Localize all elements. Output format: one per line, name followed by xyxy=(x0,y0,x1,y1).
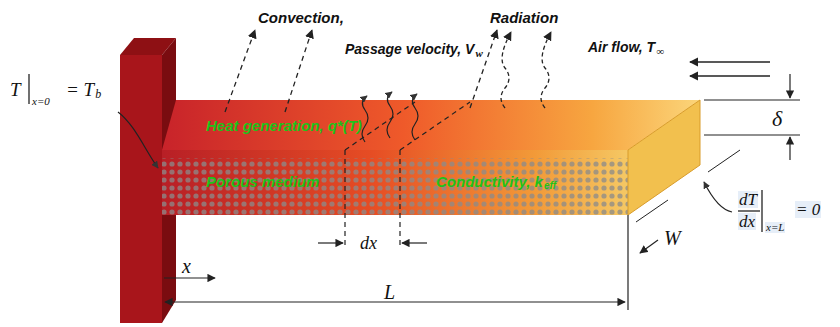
extension-line xyxy=(708,150,740,172)
air-flow-arrows xyxy=(690,62,770,76)
fin-top-face xyxy=(162,100,700,150)
extension-line xyxy=(627,215,628,310)
leader-line xyxy=(704,182,732,212)
equals-base-temp: = T xyxy=(66,80,94,99)
fraction-numerator: dT xyxy=(738,191,758,208)
radiation-arrows xyxy=(501,32,551,108)
x-coordinate: x xyxy=(182,256,191,276)
x-arrow xyxy=(164,277,215,278)
porous-medium-label: Porous medium xyxy=(206,174,319,189)
dx-arrow xyxy=(402,242,427,243)
radiation-label: Radiation xyxy=(490,10,558,25)
convection-label: Convection, xyxy=(258,10,344,25)
subscript: x=L xyxy=(765,222,785,233)
subscript: w xyxy=(475,48,482,59)
thickness-dimension xyxy=(704,74,800,160)
temperature-symbol: T xyxy=(10,80,21,99)
thickness-symbol: δ xyxy=(772,108,782,130)
equals-zero: = 0 xyxy=(795,201,821,218)
width-dimension-label: W xyxy=(664,228,681,248)
subscript: eff xyxy=(544,181,556,191)
extension-line xyxy=(636,200,668,222)
passage-velocity-label: Passage velocity, V xyxy=(345,42,474,56)
wall-front xyxy=(120,55,162,323)
width-arrow xyxy=(640,240,658,253)
length-dimension-label: L xyxy=(384,282,395,302)
passage-arrows xyxy=(362,92,418,142)
fraction-denominator: dx xyxy=(738,213,756,230)
dx-arrow xyxy=(318,242,343,243)
fin-front-face xyxy=(162,150,628,215)
heat-generation-label: Heat generation, q*(T) xyxy=(206,118,362,133)
subscript: ∞ xyxy=(656,46,664,57)
subscript: x=0 xyxy=(32,96,50,107)
dx-dimension: dx xyxy=(360,234,377,252)
convection-arrows xyxy=(225,30,497,112)
porous-pattern xyxy=(162,158,628,215)
fraction-bar xyxy=(738,210,760,211)
eval-bar xyxy=(761,190,762,232)
subscript: b xyxy=(95,88,101,100)
air-flow-label: Air flow, T xyxy=(588,40,655,54)
conductivity-label: Conductivity, k xyxy=(436,174,543,189)
eval-bar xyxy=(28,74,29,104)
fin-end-face xyxy=(628,100,700,215)
leader-line xyxy=(118,112,158,168)
